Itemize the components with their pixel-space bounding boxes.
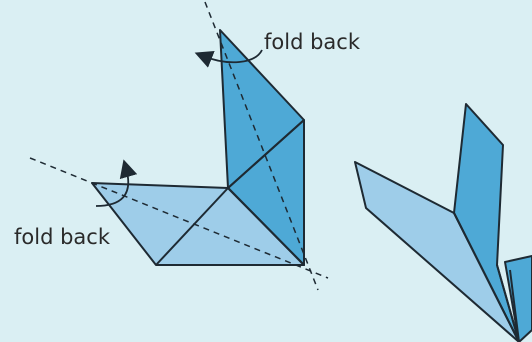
crease-line (227, 119, 305, 189)
fold-line-horizontal (29, 157, 329, 279)
right-light-wing (354, 161, 520, 342)
fold-back-label-left: fold back (14, 225, 111, 249)
right-origami-figure (354, 103, 532, 342)
left-origami-figure (91, 29, 305, 266)
crease-line (496, 264, 520, 342)
crease-line (509, 269, 520, 342)
fold-back-arrow-top (194, 49, 263, 68)
fold-line-vertical (204, 1, 319, 291)
crease-line (453, 212, 520, 342)
crease-line (227, 187, 305, 266)
crease-line (155, 187, 229, 266)
fold-back-label-top: fold back (264, 30, 361, 54)
fold-back-arrow-left (95, 159, 138, 207)
